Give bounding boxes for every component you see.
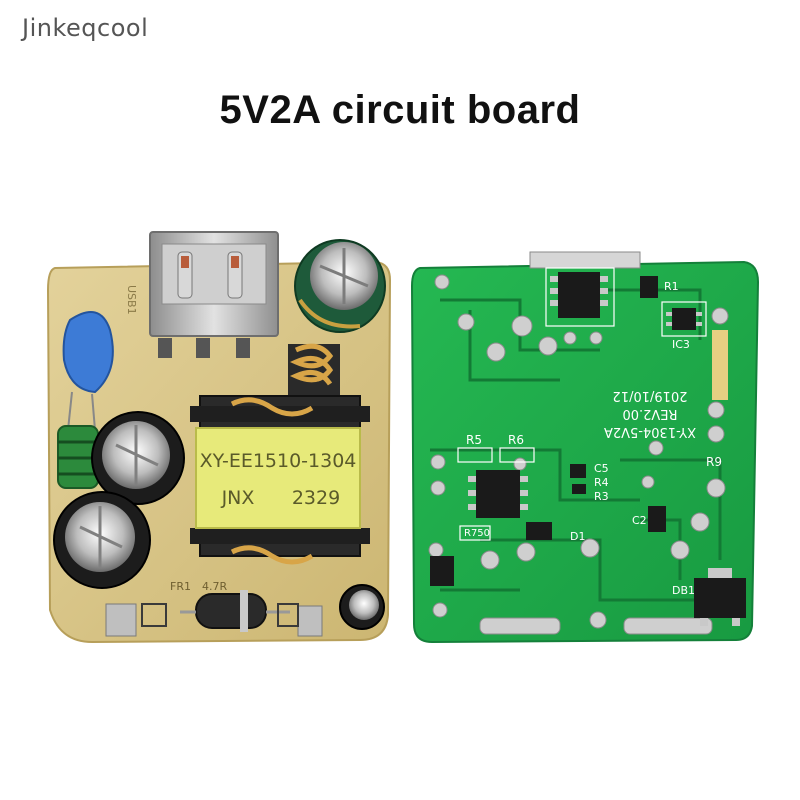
smd-component [570,464,586,478]
right-circuit-board: XY-1304-5V2A REV2.00 2019/10/12 R5 R6 R9… [410,251,760,644]
fuse-silkscreen: FR1 [170,580,191,593]
silk-r4: R4 [594,476,609,489]
y-capacitor-blue [62,311,114,431]
usb-silkscreen: USB1 [125,285,138,315]
transformer-brand-label: JNX [221,487,255,509]
fuse-resistor [180,590,290,632]
transformer-model-label: XY-EE1510-1304 [200,450,357,472]
ic-chip-small [666,308,702,330]
usb-c-connector [529,251,641,269]
solder-tab [105,603,137,637]
silk-db1: DB1 [672,584,695,597]
electrolytic-capacitor-small [339,584,385,630]
smd-component [572,484,586,494]
usb-port [149,231,279,358]
page-title: 5V2A circuit board [219,88,581,132]
transformer-date-label: 2329 [292,487,340,509]
board-model-label: XY-1304-5V2A [604,424,696,439]
silk-r9: R9 [706,455,722,469]
coil-winding [288,343,340,398]
silk-r1: R1 [664,280,679,293]
left-circuit-board: USB1 [46,231,392,644]
ic-chip-top [550,272,608,318]
silk-d1: D1 [570,530,585,543]
solder-pads [428,274,729,629]
silk-r3: R3 [594,490,609,503]
smd-component [648,506,666,532]
silk-c2: C2 [632,514,647,527]
board-date-label: 2019/10/12 [613,388,688,403]
fuse-value-silkscreen: 4.7R [202,580,227,593]
electrolytic-capacitor-green [294,239,386,333]
silk-r6: R6 [508,433,524,447]
smd-component [640,276,658,298]
board-revision-label: REV2.00 [622,406,677,421]
silk-r5: R5 [466,433,482,447]
bridge-rectifier [694,568,746,626]
solder-strip [623,617,713,635]
ic-chip-middle [468,470,528,518]
brand-watermark: Jinkeqcool [22,14,149,42]
copper-trace [712,330,728,400]
silk-c5: C5 [594,462,609,475]
solder-tab [297,605,323,637]
solder-strip [479,617,561,635]
electrolytic-capacitor-black-lower [53,491,151,589]
silk-ic3: IC3 [672,338,690,351]
transformer: XY-EE1510-1304 JNX 2329 [190,395,370,565]
electrolytic-capacitor-black-upper [91,411,185,505]
smd-diode [526,522,552,540]
silkscreen-info: XY-1304-5V2A REV2.00 2019/10/12 [604,388,696,439]
smd-transistor [430,556,454,586]
silk-r750: R750 [464,528,490,539]
